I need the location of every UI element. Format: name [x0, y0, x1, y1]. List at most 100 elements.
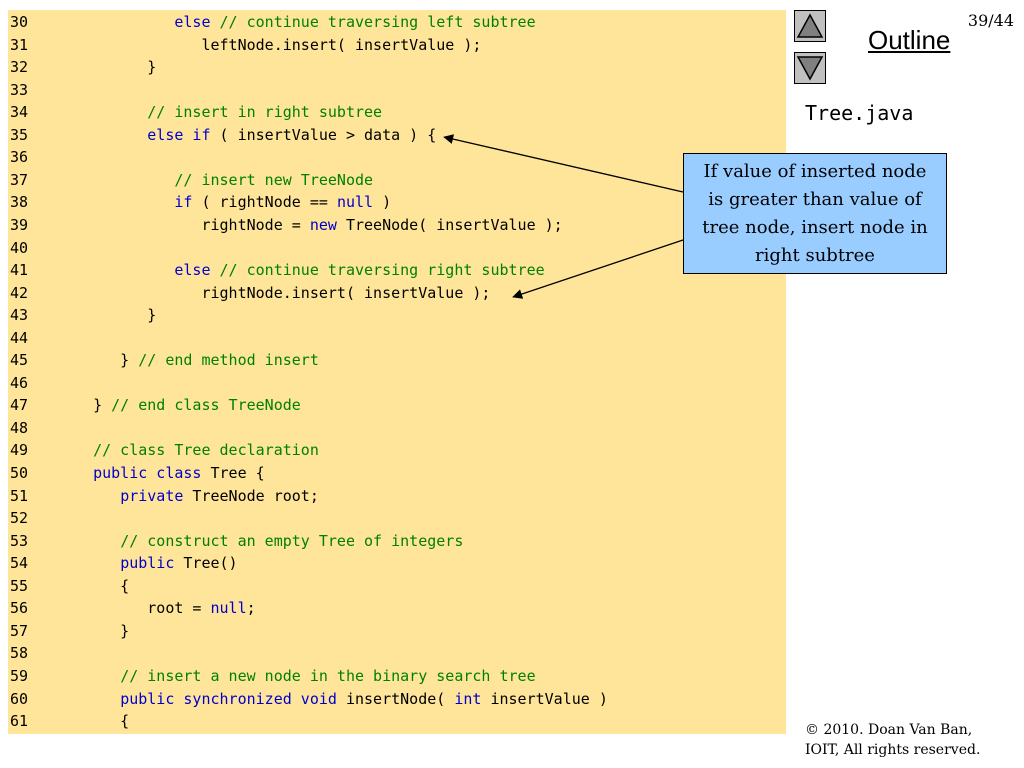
code-line: 59 // insert a new node in the binary se…	[8, 665, 536, 687]
code-text: root =	[66, 599, 211, 618]
line-number: 46	[10, 373, 29, 392]
code-line: 33	[8, 79, 66, 101]
code-listing: 30 else // continue traversing left subt…	[8, 10, 786, 734]
line-number: 56	[10, 599, 29, 618]
code-line: 38 if ( rightNode == null )	[8, 191, 391, 213]
code-keyword: new	[309, 215, 337, 234]
code-text: ( rightNode ==	[192, 193, 337, 212]
code-text: leftNode.insert( insertValue );	[66, 35, 482, 54]
code-keyword: else	[174, 13, 211, 31]
code-line: 56 root = null;	[8, 597, 256, 619]
line-number: 36	[10, 148, 29, 167]
previous-slide-button[interactable]	[794, 10, 826, 42]
line-number: 59	[10, 666, 29, 685]
arrow-to-line-42	[512, 239, 684, 299]
code-line: 60 public synchronized void insertNode( …	[8, 688, 608, 710]
code-line: 39 rightNode = new TreeNode( insertValue…	[8, 214, 563, 236]
triangle-up-icon	[796, 13, 824, 38]
code-text: }	[66, 306, 157, 325]
code-keyword: public synchronized void	[120, 689, 337, 708]
code-comment: // insert in right subtree	[147, 103, 383, 122]
code-line: 49 // class Tree declaration	[8, 439, 319, 461]
code-line: 32 }	[8, 56, 156, 78]
code-text: TreeNode( insertValue );	[336, 215, 563, 234]
code-line: 48	[8, 417, 66, 439]
code-keyword: else	[174, 261, 211, 280]
line-number: 58	[10, 644, 29, 663]
code-keyword: public class	[93, 464, 202, 482]
code-text: ( insertValue > data ) {	[210, 125, 437, 144]
code-line: 45 } // end method insert	[8, 349, 319, 371]
next-slide-button[interactable]	[794, 52, 826, 84]
code-line: 42 rightNode.insert( insertValue );	[8, 282, 490, 304]
copyright-line: IOIT, All rights reserved.	[805, 742, 981, 758]
code-line: 35 else if ( insertValue > data ) {	[8, 124, 436, 146]
code-text: )	[373, 193, 392, 212]
code-text: rightNode =	[66, 215, 310, 234]
code-line: 52	[8, 507, 66, 529]
line-number: 40	[10, 238, 29, 257]
code-comment: // continue traversing right subtree	[210, 261, 545, 280]
line-number: 41	[10, 261, 29, 280]
code-line: 31 leftNode.insert( insertValue );	[8, 34, 481, 56]
code-keyword: else if	[147, 125, 211, 144]
copyright-notice: © 2010. Doan Van Ban, IOIT, All rights r…	[805, 720, 980, 760]
arrow-to-line-35	[443, 134, 684, 193]
line-number: 51	[10, 486, 29, 505]
code-line: 44	[8, 327, 66, 349]
code-comment: // insert new TreeNode	[174, 170, 374, 189]
line-number: 32	[10, 58, 29, 77]
code-line: 40	[8, 237, 66, 259]
code-text: TreeNode root;	[183, 486, 319, 505]
file-name: Tree.java	[805, 101, 914, 125]
code-comment: // continue traversing left subtree	[210, 13, 536, 31]
code-keyword: int	[454, 689, 482, 708]
code-text: {	[66, 712, 130, 731]
line-number: 43	[10, 306, 29, 325]
line-number: 57	[10, 621, 29, 640]
line-number: 47	[10, 396, 29, 415]
code-line: 54 public Tree()	[8, 552, 238, 574]
code-line: 61 {	[8, 710, 129, 732]
code-keyword: private	[120, 486, 184, 505]
code-line: 41 else // continue traversing right sub…	[8, 259, 545, 281]
callout-box: If value of inserted node is greater tha…	[683, 153, 947, 274]
code-keyword: if	[174, 193, 193, 212]
line-number: 37	[10, 170, 29, 189]
line-number: 34	[10, 103, 29, 122]
line-number: 44	[10, 328, 29, 347]
line-number: 61	[10, 712, 29, 731]
line-number: 35	[10, 125, 29, 144]
code-line: 58	[8, 642, 66, 664]
line-number: 33	[10, 80, 29, 99]
code-text: ;	[246, 599, 256, 618]
code-comment: // insert a new node in the binary searc…	[120, 666, 536, 685]
code-text: }	[66, 621, 130, 640]
code-text: insertNode(	[336, 689, 455, 708]
code-keyword: null	[336, 193, 374, 212]
line-number: 38	[10, 193, 29, 212]
copyright-line: © 2010. Doan Van Ban,	[805, 722, 973, 738]
code-comment: // class Tree declaration	[93, 441, 319, 460]
code-text: Tree {	[201, 464, 265, 482]
code-line: 37 // insert new TreeNode	[8, 169, 373, 191]
code-line: 36	[8, 146, 66, 168]
code-text: rightNode.insert( insertValue );	[66, 283, 491, 302]
code-line: 50 public class Tree {	[8, 462, 265, 484]
code-comment: // end class TreeNode	[111, 396, 301, 415]
line-number: 49	[10, 441, 29, 460]
code-line: 46	[8, 372, 66, 394]
line-number: 52	[10, 509, 29, 528]
code-text: {	[66, 576, 130, 595]
code-keyword: null	[210, 599, 247, 618]
code-line: 51 private TreeNode root;	[8, 485, 319, 507]
line-number: 42	[10, 283, 29, 302]
line-number: 55	[10, 576, 29, 595]
code-text: Tree()	[174, 554, 238, 573]
code-comment: // construct an empty Tree of integers	[120, 531, 464, 550]
triangle-down-icon	[796, 56, 824, 81]
outline-link[interactable]: Outline	[868, 25, 951, 55]
line-number: 60	[10, 689, 29, 708]
line-number: 30	[10, 13, 29, 31]
